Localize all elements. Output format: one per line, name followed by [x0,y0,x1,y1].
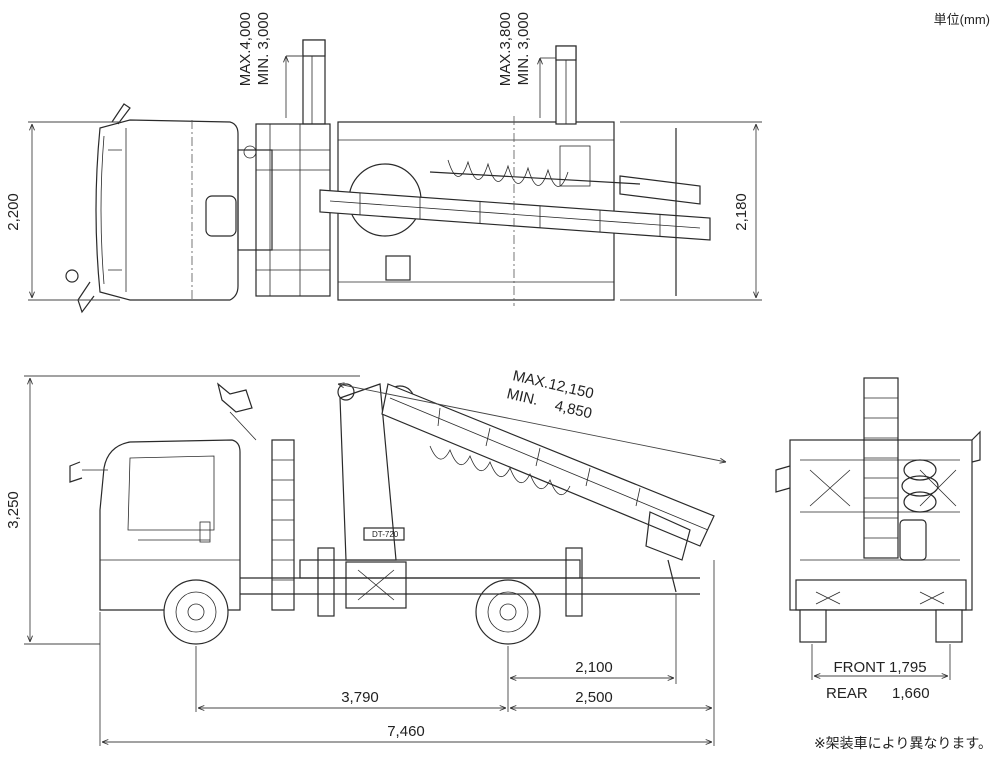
unit-label: 単位(mm) [934,12,990,27]
rear-view [775,377,981,680]
width-rear-label: 2,180 [733,193,750,231]
wheelbase-label: 3,790 [341,689,379,706]
footnote: ※架装車により異なります。 [814,735,992,752]
front-track-label: FRONT 1,795 [833,659,926,676]
rear-overhang-label: 2,100 [575,659,613,676]
side-view: DT-720 [24,375,726,746]
height-label: 3,250 [5,491,22,529]
rear-to-end-label: 2,500 [575,689,613,706]
model-plate: DT-720 [372,530,399,539]
outrigger-front-min: MIN. 3,000 [255,12,272,85]
rear-track-label: REAR [826,685,868,702]
overall-length-label: 7,460 [387,723,425,740]
outrigger-front-max: MAX.4,000 [237,12,254,86]
boom-min-label: MIN. [505,385,540,409]
outrigger-rear-min: MIN. 3,000 [515,12,532,85]
rear-track-value: 1,660 [892,685,930,702]
width-front-label: 2,200 [5,193,22,231]
top-view [28,39,762,314]
outrigger-rear-max: MAX.3,800 [497,12,514,86]
